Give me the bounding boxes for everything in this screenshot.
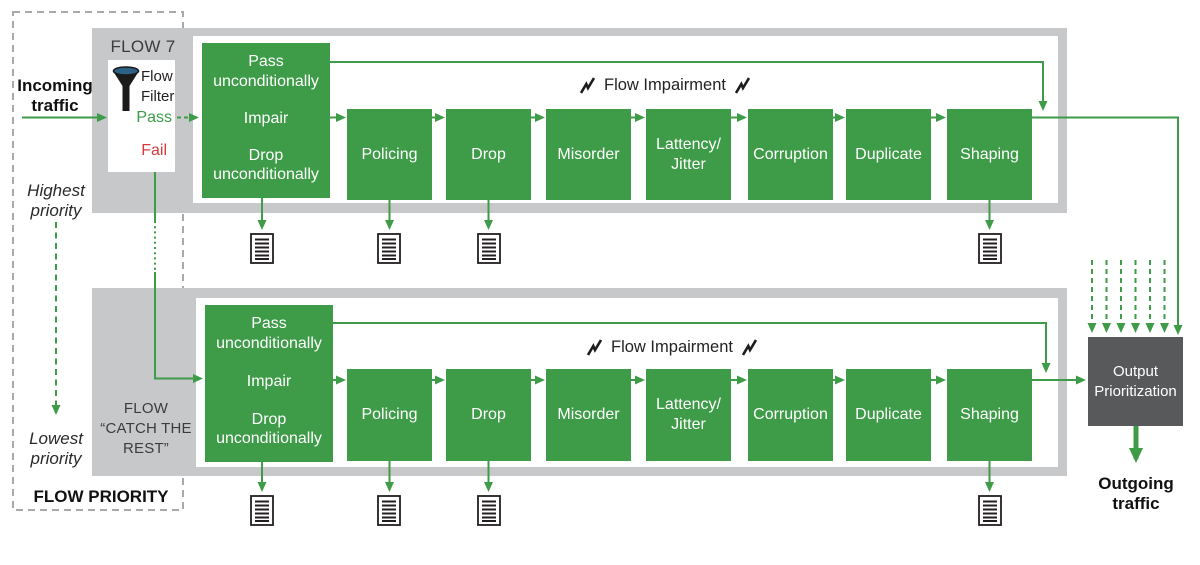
document-icon [978,233,1002,264]
lightning-icon [580,76,596,94]
document-icon [250,233,274,264]
flow-priority-label: FLOW PRIORITY [33,487,169,506]
document-icon [377,495,401,526]
flow-impairment-label: Flow Impairment [611,337,733,356]
classifier-drop-label: Drop unconditionally [216,410,322,448]
flow-impairment-label: Flow Impairment [604,75,726,94]
document-icon [377,233,401,264]
classifier-impair-label: Impair [246,372,292,390]
flow-filter-label: Flow Filter [141,68,175,105]
stage-box-corruption: Corruption [748,369,833,461]
lightning-icon [741,338,757,356]
funnel-icon [112,66,140,111]
flow7-title: FLOW 7 [110,37,176,56]
flow-impairment-caption: Flow Impairment [572,336,772,358]
document-icon [477,495,501,526]
flow-impairment-caption: Flow Impairment [565,74,765,96]
lightning-icon [587,338,603,356]
stage-box-shaping: Shaping [947,109,1032,200]
document-icon [978,495,1002,526]
stage-box-policing: Policing [347,369,432,461]
flow-filter-box: Flow Filter Pass Fail [108,60,175,172]
stage-box-duplicate: Duplicate [846,369,931,461]
stage-box-latency-jitter: Lattency/ Jitter [646,109,731,200]
flow-filter-fail-label: Fail [141,142,167,159]
lowest-priority-label: Lowest priority [29,429,83,469]
classifier-pass-label: Pass unconditionally [216,315,322,352]
classifier-drop-label: Drop unconditionally [213,146,319,184]
catch-rest-classifier-box: Pass unconditionally Impair Drop uncondi… [205,305,333,462]
outgoing-traffic-label: Outgoing traffic [1098,474,1174,514]
stage-box-misorder: Misorder [546,369,631,461]
stage-box-drop: Drop [446,369,531,461]
classifier-pass-label: Pass unconditionally [213,53,319,90]
output-prioritization-box: Output Prioritization [1088,337,1183,426]
stage-box-misorder: Misorder [546,109,631,200]
classifier-impair-label: Impair [243,109,289,127]
stage-box-latency-jitter: Lattency/ Jitter [646,369,731,461]
flow-filter-pass-label: Pass [136,109,172,126]
flow7-classifier-box: Pass unconditionally Impair Drop uncondi… [202,43,330,198]
stage-box-shaping: Shaping [947,369,1032,461]
stage-box-duplicate: Duplicate [846,109,931,200]
highest-priority-label: Highest priority [27,181,85,221]
stage-box-policing: Policing [347,109,432,200]
stage-box-drop: Drop [446,109,531,200]
document-icon [477,233,501,264]
incoming-traffic-label: Incoming traffic [17,76,93,116]
document-icon [250,495,274,526]
stage-box-corruption: Corruption [748,109,833,200]
catch-rest-title: FLOW “CATCH THE REST” [100,400,192,457]
lightning-icon [734,76,750,94]
